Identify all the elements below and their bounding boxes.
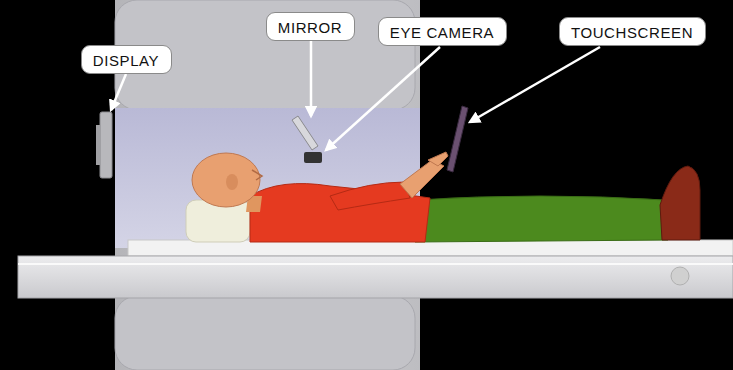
- display-mount: [96, 125, 101, 165]
- callout-label: MIRROR: [267, 15, 354, 40]
- callout-label: DISPLAY: [82, 48, 171, 73]
- display-screen: [100, 112, 112, 178]
- callout-label: TOUCHSCREEN: [560, 20, 705, 45]
- callout-label: EYE CAMERA: [379, 20, 506, 45]
- callout-box: EYE CAMERA: [378, 17, 507, 46]
- leader-line: [310, 40, 313, 116]
- callout-box: MIRROR: [266, 12, 355, 41]
- head: [192, 153, 260, 207]
- shoes: [660, 166, 700, 240]
- leader-line: [326, 47, 440, 150]
- leader-line: [470, 47, 600, 122]
- mirror: [292, 116, 318, 150]
- callout-box: DISPLAY: [81, 45, 172, 74]
- eye-camera: [304, 152, 322, 163]
- callout-box: TOUCHSCREEN: [559, 17, 706, 46]
- touchscreen: [447, 106, 468, 172]
- lower-housing: [115, 296, 415, 370]
- table-base: [18, 256, 733, 298]
- leader-line: [111, 74, 126, 110]
- pants: [415, 196, 668, 242]
- logo: [671, 267, 689, 285]
